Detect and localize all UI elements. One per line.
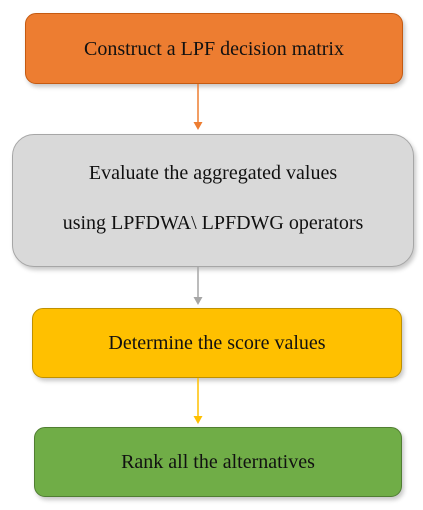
- step-label: Construct a LPF decision matrix: [84, 37, 344, 60]
- step-label-line1: Evaluate the aggregated values: [88, 162, 338, 184]
- step-label: Rank all the alternatives: [121, 451, 315, 473]
- arrow-down-orange-icon: [192, 84, 204, 132]
- arrow-down-yellow-icon: [192, 378, 204, 426]
- arrow-down-gray-icon: [192, 267, 204, 307]
- step-rank-alternatives: Rank all the alternatives: [34, 427, 402, 497]
- step-determine-score: Determine the score values: [32, 308, 402, 378]
- step-label: Determine the score values: [108, 332, 326, 354]
- step-construct-matrix: Construct a LPF decision matrix: [25, 13, 403, 84]
- step-label-line2: using LPFDWA\ LPFDWG operators: [62, 212, 364, 234]
- step-evaluate-aggregated: Evaluate the aggregated values using LPF…: [12, 134, 414, 267]
